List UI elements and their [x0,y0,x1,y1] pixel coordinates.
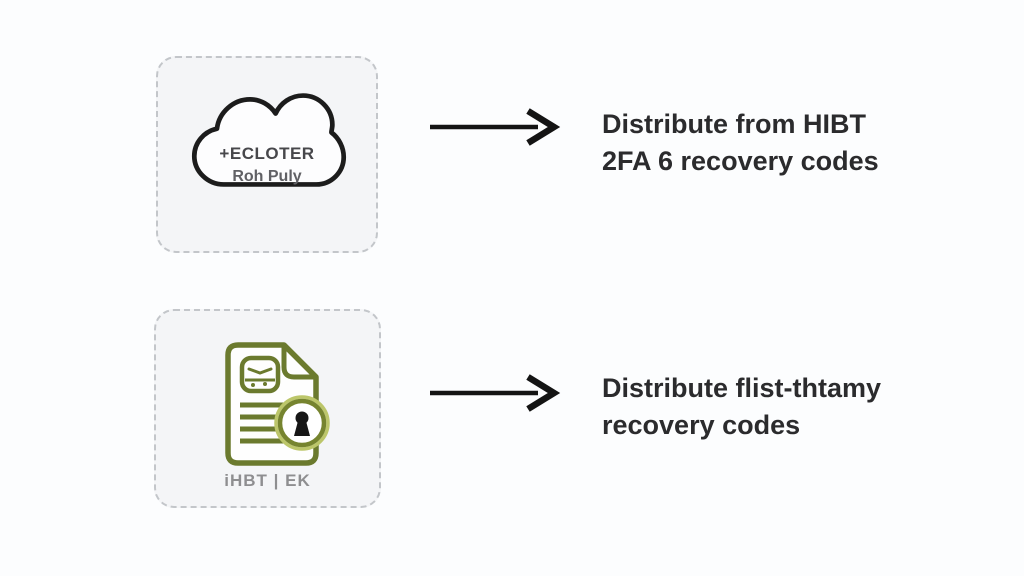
cloud-icon [191,93,347,187]
row1-description-line2: 2FA 6 recovery codes [602,146,879,176]
row1-description-line1: Distribute from HIBT [602,109,867,139]
cloud-title-label: +ECLOTER [219,144,315,163]
doc-caption-label: iHBT | EK [224,471,311,490]
arrow-right-icon [430,108,561,146]
arrow-right-icon [430,374,561,412]
secure-doc-card: iHBT | EK [154,309,381,508]
cloud-subtitle-label: Roh Puly [232,168,302,185]
row2-description-line1: Distribute flist-thtamy [602,373,882,403]
secure-document-icon [225,342,330,466]
row2-description-line2: recovery codes [602,410,801,440]
cloud-card: +ECLOTER Roh Puly [156,56,378,253]
row2-description: Distribute flist-thtamy recovery codes [602,370,881,444]
row1-description: Distribute from HIBT 2FA 6 recovery code… [602,106,879,180]
